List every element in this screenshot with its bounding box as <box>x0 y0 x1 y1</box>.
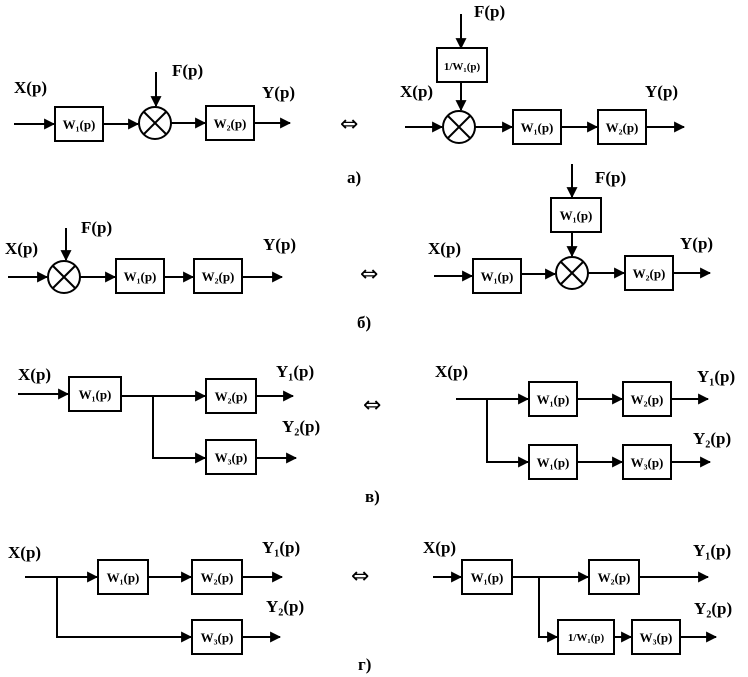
block-w2-label: W₂(p) <box>201 570 234 585</box>
branch-line <box>56 577 193 643</box>
block-w1 <box>528 444 578 480</box>
summing-junction-cross <box>143 111 167 135</box>
summing-junction-cross <box>52 265 76 289</box>
diagram-v-left: X(p) W₁(p) W₂(p) Y₁(p) W₃(p) Y₂(p) <box>18 362 320 475</box>
branch-line <box>538 577 559 643</box>
signal-x-label: X(p) <box>428 239 461 258</box>
block-w1-label: W₁(p) <box>63 117 96 132</box>
block-w2-label: W₂(p) <box>202 269 235 284</box>
signal-f-label: F(p) <box>172 61 203 80</box>
block-w2 <box>205 378 257 414</box>
signal-f-label: F(p) <box>474 2 505 21</box>
branch-line <box>152 396 207 464</box>
diagram-b-right: F(p) W₁(p) X(p) W₁(p) W₂(p) Y(p) <box>428 164 713 294</box>
signal-y-label: Y(p) <box>645 82 678 101</box>
block-w1 <box>528 381 578 417</box>
caption-g: г) <box>358 655 371 674</box>
block-inverse-w1 <box>557 619 615 655</box>
diagram-b-left: X(p) F(p) W₁(p) W₂(p) Y(p) <box>5 218 296 294</box>
block-w2-label: W₂(p) <box>631 392 664 407</box>
block-w2-label: W₂(p) <box>606 120 639 135</box>
equivalence-symbol: ⇔ <box>351 564 369 589</box>
block-w3 <box>622 444 672 480</box>
block-inverse-w1 <box>436 47 488 83</box>
block-w3-label: W₃(p) <box>201 630 234 645</box>
signal-x-label: X(p) <box>423 538 456 557</box>
block-w2-label: W₂(p) <box>598 570 631 585</box>
block-w1-label: W₁(p) <box>560 208 593 223</box>
diagram-a-left: X(p) W₁(p) F(p) W₂(p) Y(p) <box>14 61 295 142</box>
block-w3-label: W₃(p) <box>215 450 248 465</box>
block-w1-label: W₁(p) <box>481 269 514 284</box>
signal-x-label: X(p) <box>14 78 47 97</box>
signal-y-label: Y(p) <box>262 83 295 102</box>
signal-y1-label: Y₁(p) <box>276 362 314 381</box>
caption-a: а) <box>347 168 361 187</box>
equivalence-symbol: ⇔ <box>360 262 378 287</box>
signal-f-label: F(p) <box>595 168 626 187</box>
diagram-g-left: X(p) W₁(p) W₂(p) Y₁(p) W₃(p) Y₂(p) <box>8 538 304 655</box>
caption-v: в) <box>365 487 380 506</box>
signal-y1-label: Y₁(p) <box>262 538 300 557</box>
signal-y2-label: Y₂(p) <box>693 429 731 448</box>
block-w1-label: W₁(p) <box>471 570 504 585</box>
block-w1 <box>68 376 122 412</box>
block-w1-label: W₁(p) <box>537 392 570 407</box>
block-w1 <box>115 258 165 294</box>
signal-f-label: F(p) <box>81 218 112 237</box>
signal-x-label: X(p) <box>8 543 41 562</box>
block-w2-label: W₂(p) <box>633 266 666 281</box>
signal-y2-label: Y₂(p) <box>266 597 304 616</box>
block-w3-label: W₃(p) <box>631 455 664 470</box>
block-inverse-w1-label: 1/W₁(p) <box>568 632 605 644</box>
block-w2-label: W₂(p) <box>214 116 247 131</box>
equivalence-symbol: ⇔ <box>363 393 381 418</box>
block-w3-label: W₃(p) <box>640 630 673 645</box>
caption-b: б) <box>357 313 371 332</box>
signal-y2-label: Y₂(p) <box>694 599 732 618</box>
summing-junction-cross <box>560 261 584 285</box>
block-w1-label: W₁(p) <box>79 387 112 402</box>
signal-x-label: X(p) <box>400 82 433 101</box>
block-w1 <box>472 258 522 294</box>
signal-x-label: X(p) <box>5 239 38 258</box>
summing-junction-cross <box>447 115 471 139</box>
block-inverse-w1-label: 1/W₁(p) <box>444 61 481 73</box>
block-w1-label: W₁(p) <box>107 570 140 585</box>
signal-x-label: X(p) <box>435 362 468 381</box>
signal-y-label: Y(p) <box>680 234 713 253</box>
diagram-g-right: X(p) W₁(p) W₂(p) Y₁(p) 1/W₁(p) W₃(p) Y₂(… <box>423 538 732 655</box>
signal-y1-label: Y₁(p) <box>697 367 735 386</box>
diagram-v-right: X(p) W₁(p) W₂(p) Y₁(p) W₁(p) W₃(p) Y₂(p) <box>435 362 735 480</box>
signal-y2-label: Y₂(p) <box>282 417 320 436</box>
signal-x-label: X(p) <box>18 365 51 384</box>
branch-line <box>486 399 530 468</box>
block-w1 <box>550 197 602 233</box>
signal-y1-label: Y₁(p) <box>693 541 731 560</box>
block-w1-label: W₁(p) <box>124 269 157 284</box>
block-w2 <box>193 258 243 294</box>
block-w1-label: W₁(p) <box>537 455 570 470</box>
block-w1-label: W₁(p) <box>521 120 554 135</box>
block-w2-label: W₂(p) <box>215 389 248 404</box>
block-w2 <box>205 105 255 141</box>
equivalence-symbol: ⇔ <box>340 112 358 137</box>
signal-y-label: Y(p) <box>263 235 296 254</box>
diagram-a-right: F(p) 1/W₁(p) X(p) W₁(p) W₂(p) Y(p) <box>400 2 686 145</box>
